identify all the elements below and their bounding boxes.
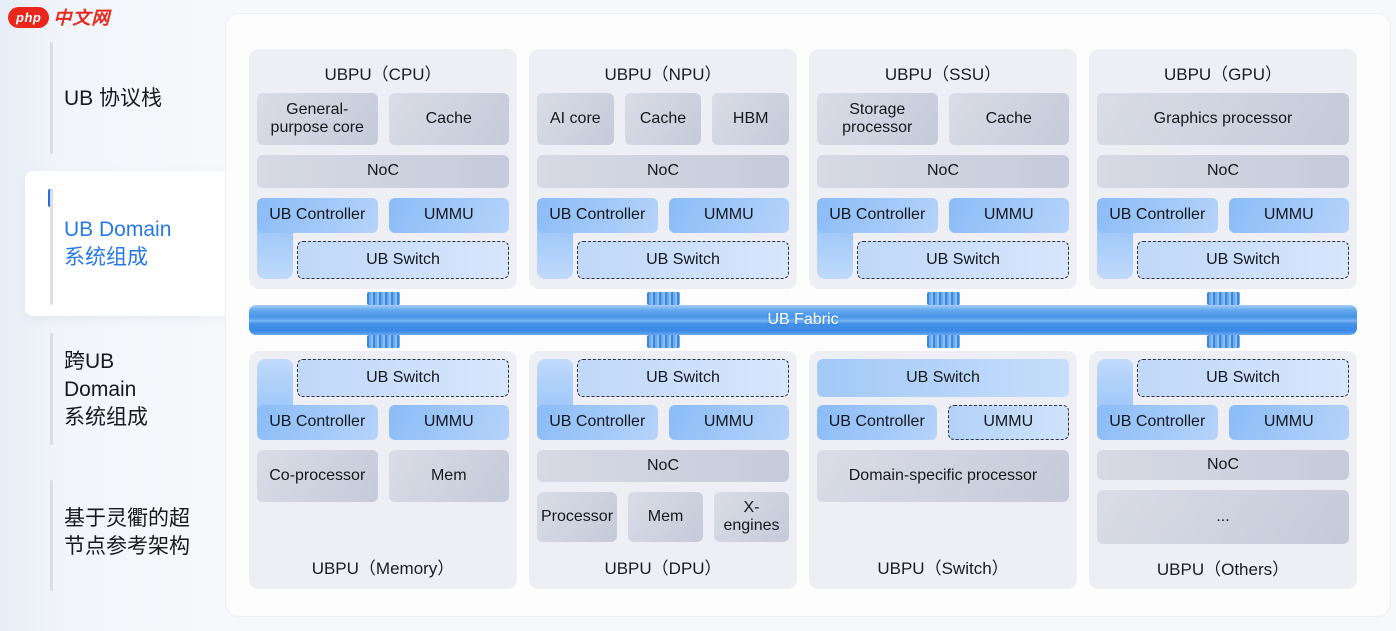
- fabric-connector: [647, 335, 680, 348]
- co-processor-box: Co-processor: [257, 450, 378, 502]
- fabric-connector: [647, 292, 680, 305]
- noc-box: NoC: [537, 450, 789, 482]
- ubpu-ssu-title: UBPU（SSU）: [884, 64, 1002, 84]
- ub-switch-box: UB Switch: [857, 241, 1069, 279]
- ubpu-npu-title: UBPU（NPU）: [604, 64, 722, 84]
- ubpu-gpu-title: UBPU（GPU）: [1163, 64, 1283, 84]
- general-purpose-core-box: General-purpose core: [257, 93, 378, 145]
- mem-box: Mem: [388, 450, 509, 502]
- ubpu-dpu-title: UBPU（DPU）: [604, 559, 722, 579]
- ub-fabric-bus: UB Fabric: [249, 305, 1357, 335]
- ub-interface-zone: UB Switch UB Controller UMMU: [537, 359, 789, 440]
- ub-interface-zone: UB Controller UMMU UB Switch: [1097, 198, 1349, 279]
- ub-controller-box: UB Controller: [257, 405, 378, 440]
- sidebar-divider: [50, 42, 53, 154]
- ub-switch-box: UB Switch: [577, 359, 789, 397]
- noc-box: NoC: [537, 155, 789, 188]
- ummu-box: UMMU: [948, 198, 1069, 233]
- ub-controller-box: UB Controller: [817, 405, 937, 440]
- ummu-box: UMMU: [1228, 198, 1349, 233]
- ubpu-switch-title: UBPU（Switch）: [877, 558, 1009, 578]
- noc-box: NoC: [1097, 155, 1349, 188]
- ub-controller-box: UB Controller: [817, 198, 938, 233]
- ub-interface-zone: UB Controller UMMU UB Switch: [537, 198, 789, 279]
- php-logo-badge: php: [8, 6, 50, 28]
- sidebar-item-supernode-architecture[interactable]: 基于灵衢的超 节点参考架构: [64, 507, 190, 558]
- ub-switch-box: UB Switch: [577, 241, 789, 279]
- ub-switch-box: UB Switch: [297, 241, 509, 279]
- fabric-connector: [927, 292, 960, 305]
- ubpu-others-block: UB Switch UB Controller UMMU NoC ... UBP…: [1089, 351, 1357, 589]
- ummu-box: UMMU: [388, 198, 509, 233]
- ubpu-cpu-title: UBPU（CPU）: [324, 64, 442, 84]
- ummu-box: UMMU: [1228, 405, 1349, 440]
- ub-controller-box: UB Controller: [537, 405, 658, 440]
- ubpu-ssu-block: UBPU（SSU） Storage processor Cache NoC UB…: [809, 49, 1077, 289]
- ub-interface-zone: UB Controller UMMU UB Switch: [817, 198, 1069, 279]
- ub-interface-zone: UB Switch UB Controller UMMU: [1097, 359, 1349, 440]
- cache-box: Cache: [948, 93, 1069, 145]
- ummu-box: UMMU: [388, 405, 509, 440]
- domain-specific-processor-box: Domain-specific processor: [817, 450, 1069, 502]
- site-logo-text: 中文网: [53, 8, 111, 28]
- graphics-processor-box: Graphics processor: [1097, 93, 1349, 145]
- fabric-connector: [367, 335, 400, 348]
- ub-switch-box: UB Switch: [1137, 359, 1349, 397]
- ub-interface-zone: UB Switch UB Controller UMMU: [257, 359, 509, 440]
- fabric-connector: [1207, 335, 1240, 348]
- site-logo[interactable]: php 中文网: [8, 4, 110, 30]
- sidebar-divider: [50, 480, 53, 591]
- ubpu-dpu-block: UB Switch UB Controller UMMU NoC Process…: [529, 351, 797, 589]
- ub-controller-box: UB Controller: [257, 198, 378, 233]
- ai-core-box: AI core: [537, 93, 614, 145]
- sidebar-active-card: [25, 171, 228, 316]
- ubpu-bottom-row: UB Switch UB Controller UMMU Co-processo…: [249, 351, 1357, 589]
- noc-box: NoC: [1097, 450, 1349, 480]
- ummu-box: UMMU: [668, 405, 789, 440]
- processor-box: Processor: [537, 491, 618, 543]
- sidebar-item-cross-ub-domain[interactable]: 跨UB Domain 系统组成: [64, 350, 148, 429]
- storage-processor-box: Storage processor: [817, 93, 938, 145]
- cache-box: Cache: [624, 93, 702, 145]
- ellipsis-box: ...: [1097, 489, 1349, 544]
- sidebar-divider: [50, 333, 53, 445]
- fabric-connector: [927, 335, 960, 348]
- sidebar-item-ub-protocol-stack[interactable]: UB 协议栈: [64, 87, 163, 110]
- fabric-connector: [1207, 292, 1240, 305]
- ubpu-memory-block: UB Switch UB Controller UMMU Co-processo…: [249, 351, 517, 589]
- mem-box: Mem: [628, 491, 704, 543]
- ub-controller-box: UB Controller: [537, 198, 658, 233]
- cache-box: Cache: [388, 93, 509, 145]
- sidebar-item-ub-domain-composition[interactable]: UB Domain 系统组成: [64, 218, 172, 269]
- ub-interface-zone: UB Switch UB Controller UMMU: [817, 359, 1069, 440]
- ummu-box: UMMU: [668, 198, 789, 233]
- hbm-box: HBM: [712, 93, 790, 145]
- fabric-connector: [367, 292, 400, 305]
- noc-box: NoC: [257, 155, 509, 188]
- ubpu-gpu-block: UBPU（GPU） Graphics processor NoC UB Cont…: [1089, 49, 1357, 289]
- ubpu-top-row: UBPU（CPU） General-purpose core Cache NoC…: [249, 49, 1357, 289]
- ub-switch-box: UB Switch: [297, 359, 509, 397]
- ub-controller-box: UB Controller: [1097, 198, 1218, 233]
- ubpu-memory-title: UBPU（Memory）: [311, 558, 455, 578]
- ubpu-others-title: UBPU（Others）: [1156, 559, 1290, 579]
- ubpu-switch-block: UB Switch UB Controller UMMU Domain-spec…: [809, 351, 1077, 589]
- ub-switch-box: UB Switch: [817, 359, 1069, 397]
- ubpu-npu-block: UBPU（NPU） AI core Cache HBM NoC UB Contr…: [529, 49, 797, 289]
- ub-controller-box: UB Controller: [1097, 405, 1218, 440]
- x-engines-box: X-engines: [714, 491, 789, 543]
- diagram-panel: UBPU（CPU） General-purpose core Cache NoC…: [225, 13, 1391, 617]
- sidebar-divider: [50, 189, 53, 305]
- ummu-box: UMMU: [947, 405, 1069, 440]
- ub-interface-zone: UB Controller UMMU UB Switch: [257, 198, 509, 279]
- ub-switch-box: UB Switch: [1137, 241, 1349, 279]
- ubpu-cpu-block: UBPU（CPU） General-purpose core Cache NoC…: [249, 49, 517, 289]
- noc-box: NoC: [817, 155, 1069, 188]
